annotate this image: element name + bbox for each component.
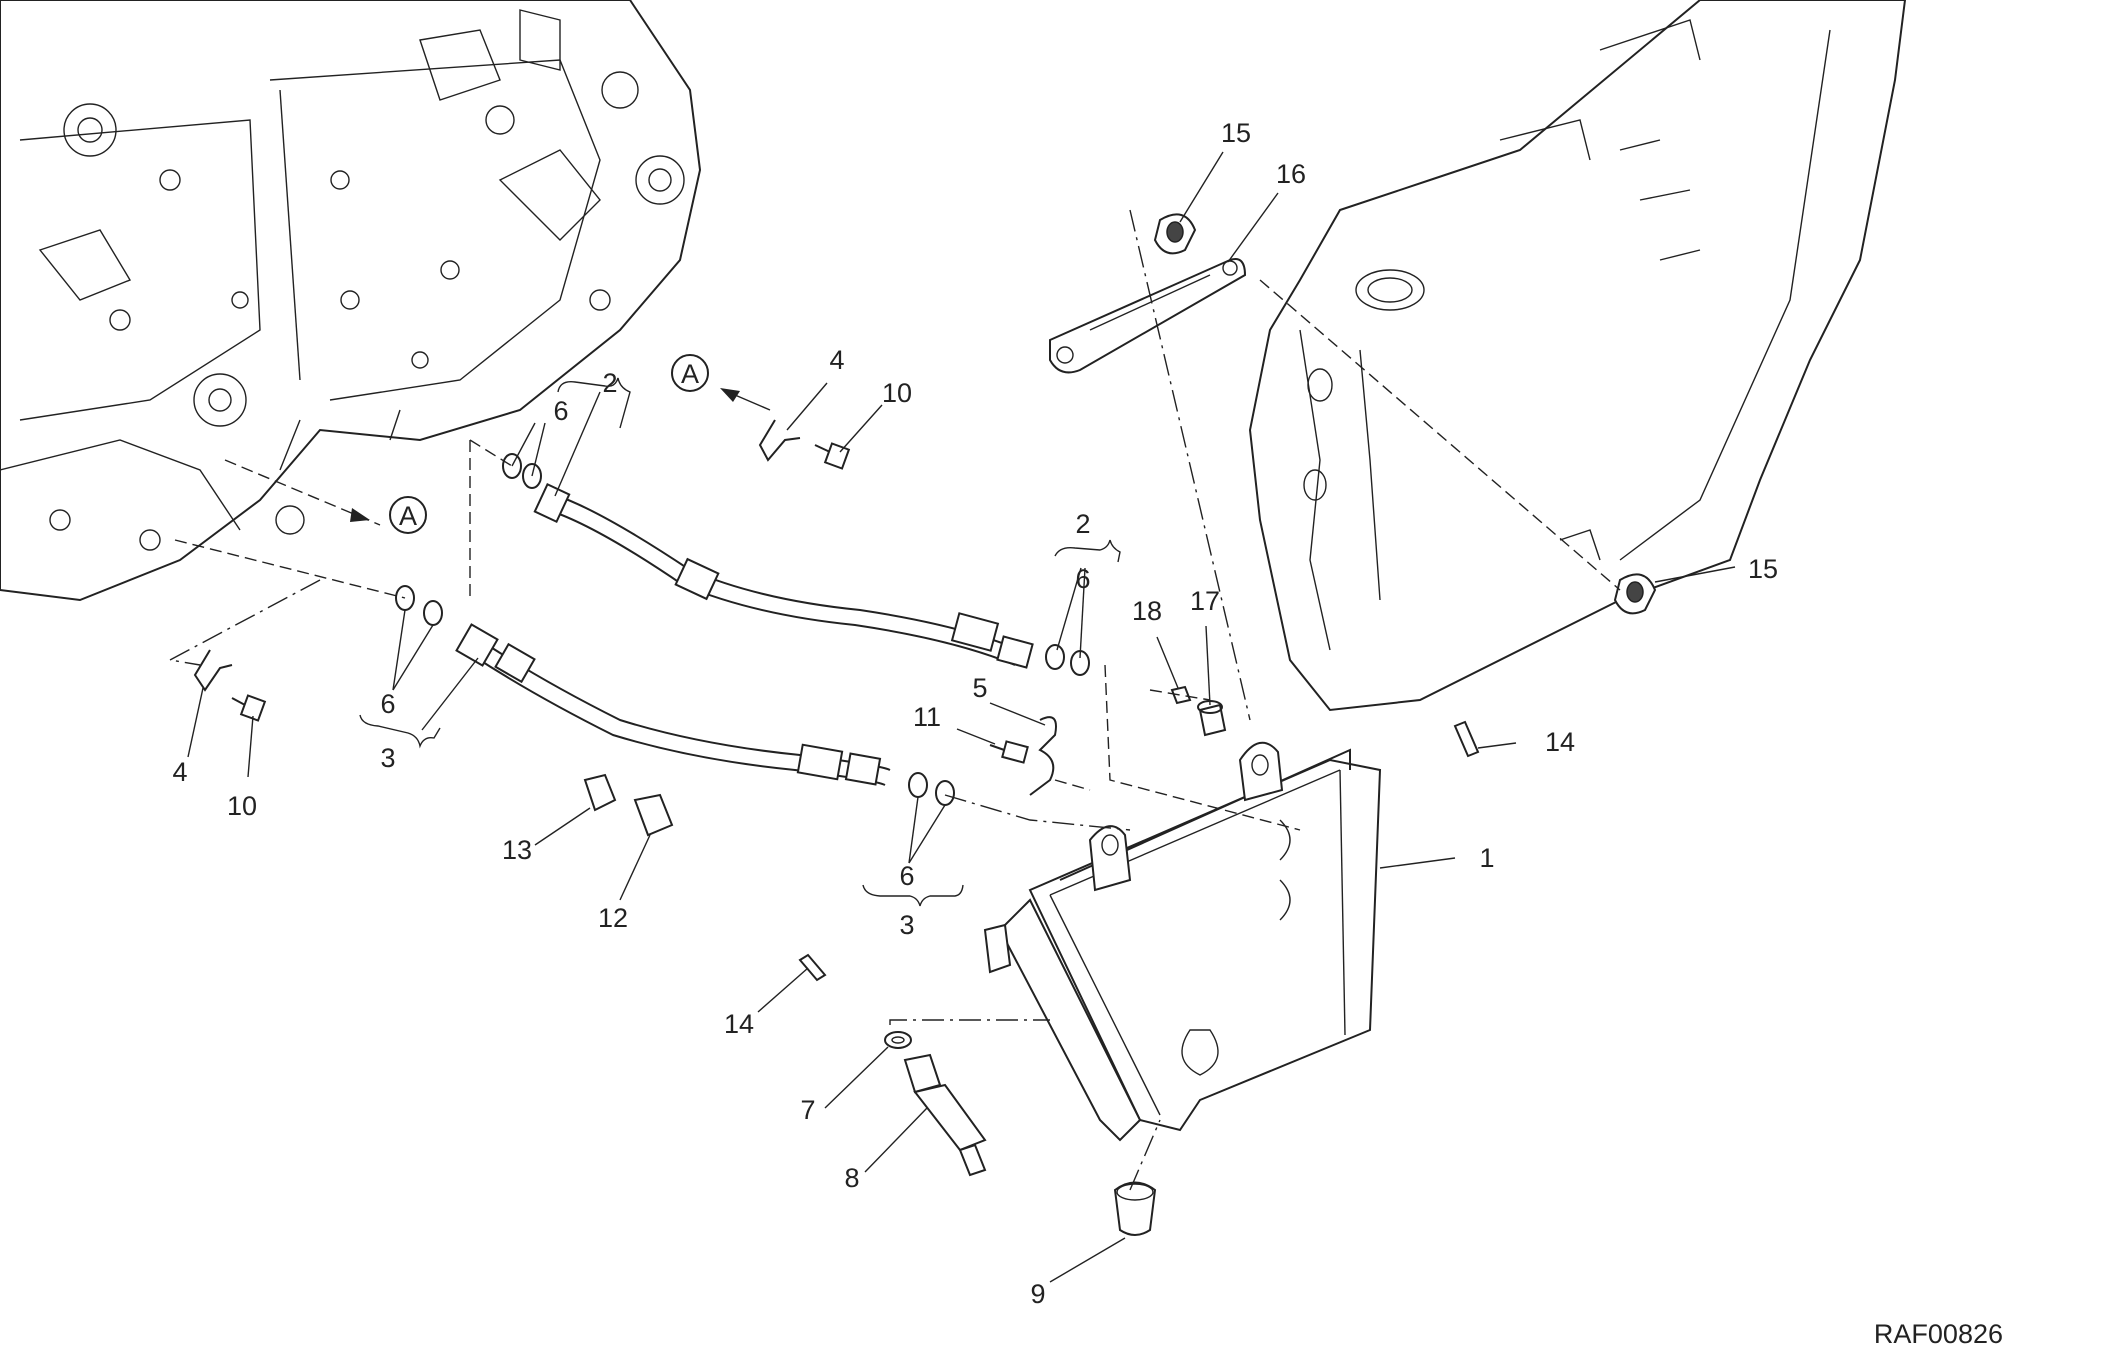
pad-14-left (798, 953, 827, 982)
oil-hose-upper (533, 483, 1034, 669)
screw-10-upper (814, 442, 851, 470)
radiator-shroud (1248, 0, 1907, 712)
pad-14-right (1453, 720, 1480, 758)
part-label-15: 15 (1221, 118, 1251, 148)
oil-hose-lower (455, 623, 891, 786)
clip-5 (1029, 716, 1057, 796)
screw-10-lower (231, 694, 267, 722)
part-label-10: 10 (882, 378, 912, 408)
clip-12 (633, 793, 674, 837)
part-label-4: 4 (172, 757, 187, 787)
hose-clamp-4-upper (758, 419, 801, 462)
bracket-16 (1049, 258, 1247, 374)
engine-block (0, 0, 702, 602)
reference-marker-a-lower: A (350, 496, 427, 534)
part-label-6: 6 (553, 396, 568, 426)
hose-clamp-4-lower (193, 649, 233, 692)
part-label-3: 3 (380, 743, 395, 773)
part-label-8: 8 (844, 1163, 859, 1193)
part-label-6: 6 (380, 689, 395, 719)
spacer-17 (1197, 700, 1227, 737)
grommet-15-upper (1153, 213, 1197, 255)
brace-marks (359, 377, 1121, 907)
clip-13 (583, 773, 617, 812)
part-label-2: 2 (1075, 509, 1090, 539)
part-label-18: 18 (1132, 596, 1162, 626)
part-label-9: 9 (1030, 1279, 1045, 1309)
part-label-16: 16 (1276, 159, 1306, 189)
screw-11 (989, 740, 1029, 764)
assembly-lines (167, 209, 1621, 1191)
leader-lines (187, 151, 1736, 1283)
drawing-code: RAF00826 (1874, 1319, 2003, 1349)
part-label-3: 3 (899, 910, 914, 940)
grommet-15-lower (1613, 573, 1657, 615)
part-label-11: 11 (913, 702, 941, 732)
part-label-12: 12 (598, 903, 628, 933)
part-label-14: 14 (1545, 727, 1575, 757)
reference-letter: A (681, 359, 699, 389)
part-label-1: 1 (1479, 843, 1494, 873)
part-label-4: 4 (829, 345, 844, 375)
part-label-17: 17 (1190, 586, 1220, 616)
part-label-13: 13 (502, 835, 532, 865)
part-label-10: 10 (227, 791, 257, 821)
part-label-5: 5 (972, 673, 987, 703)
part-label-2: 2 (602, 368, 617, 398)
part-label-7: 7 (800, 1095, 815, 1125)
temperature-sensor-8 (903, 1053, 987, 1177)
part-label-6: 6 (1075, 564, 1090, 594)
part-labels: 1 2 2 3 3 4 4 5 6 6 6 6 7 8 9 10 10 11 1… (172, 118, 1778, 1309)
reference-letter: A (399, 501, 417, 531)
drain-plug-9 (1113, 1181, 1157, 1236)
oil-cooler (983, 741, 1382, 1142)
part-label-15: 15 (1748, 554, 1778, 584)
reference-marker-a-upper: A (671, 354, 771, 411)
part-label-14: 14 (724, 1009, 754, 1039)
washer-7 (884, 1031, 912, 1049)
part-label-6: 6 (899, 861, 914, 891)
nut-18 (1170, 685, 1192, 705)
